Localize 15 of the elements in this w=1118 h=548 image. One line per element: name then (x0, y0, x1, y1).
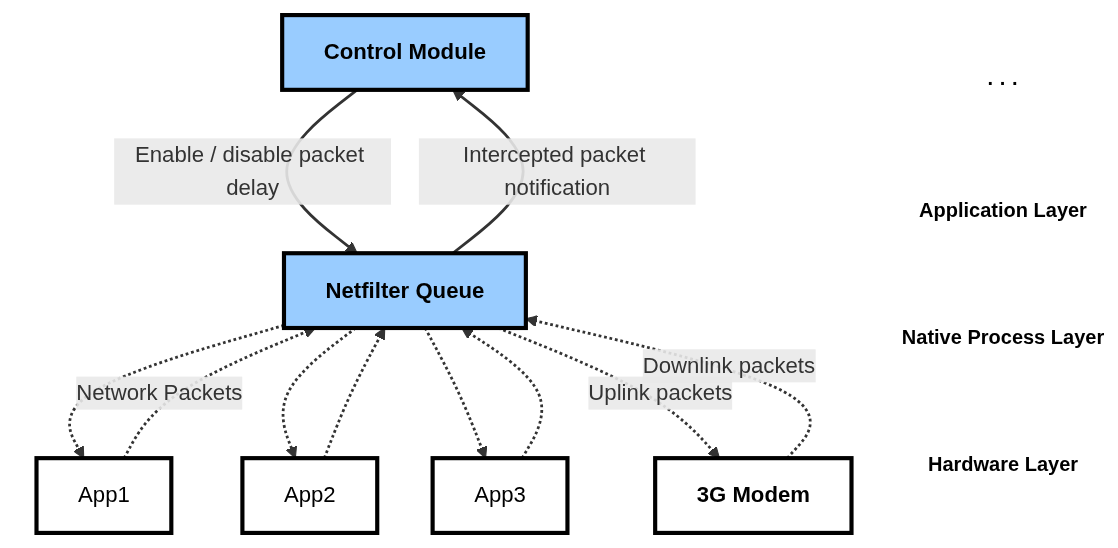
edge-label: Downlink packets (642, 353, 816, 377)
layer-label: Native Process Layer (900, 326, 1106, 349)
edge-label: Network Packets (76, 380, 243, 405)
node-box: 3G Modem (653, 456, 854, 535)
node-box: Netfilter Queue (281, 251, 528, 331)
layer-label: Application Layer (918, 199, 1088, 222)
ellipsis-mark: · · · (986, 72, 1020, 95)
edge-label: Enable / disable packet delay (134, 142, 365, 200)
node-box: App2 (240, 456, 380, 535)
edge-label: Intercepted packet notification (463, 142, 646, 200)
edge-label: Uplink packets (588, 380, 733, 405)
layer-label: Hardware Layer (926, 453, 1080, 476)
node-box: App3 (430, 456, 570, 535)
node-box: Control Module (280, 13, 530, 92)
node-box: App1 (34, 456, 174, 535)
